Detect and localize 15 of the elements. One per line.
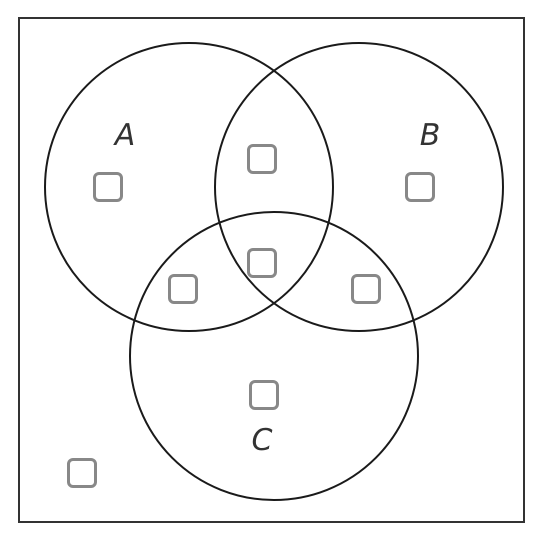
answer-box: [67, 458, 97, 488]
answer-box: [249, 380, 279, 410]
set-label: C: [252, 426, 272, 456]
set-circle: [44, 42, 334, 332]
set-label: B: [420, 121, 440, 151]
answer-box: [168, 274, 198, 304]
answer-box: [93, 172, 123, 202]
answer-box: [351, 274, 381, 304]
venn-frame: [18, 17, 525, 523]
set-circle: [129, 211, 419, 501]
answer-box: [247, 144, 277, 174]
answer-box: [405, 172, 435, 202]
answer-box: [247, 248, 277, 278]
set-circle: [214, 42, 504, 332]
set-label: A: [114, 121, 136, 151]
